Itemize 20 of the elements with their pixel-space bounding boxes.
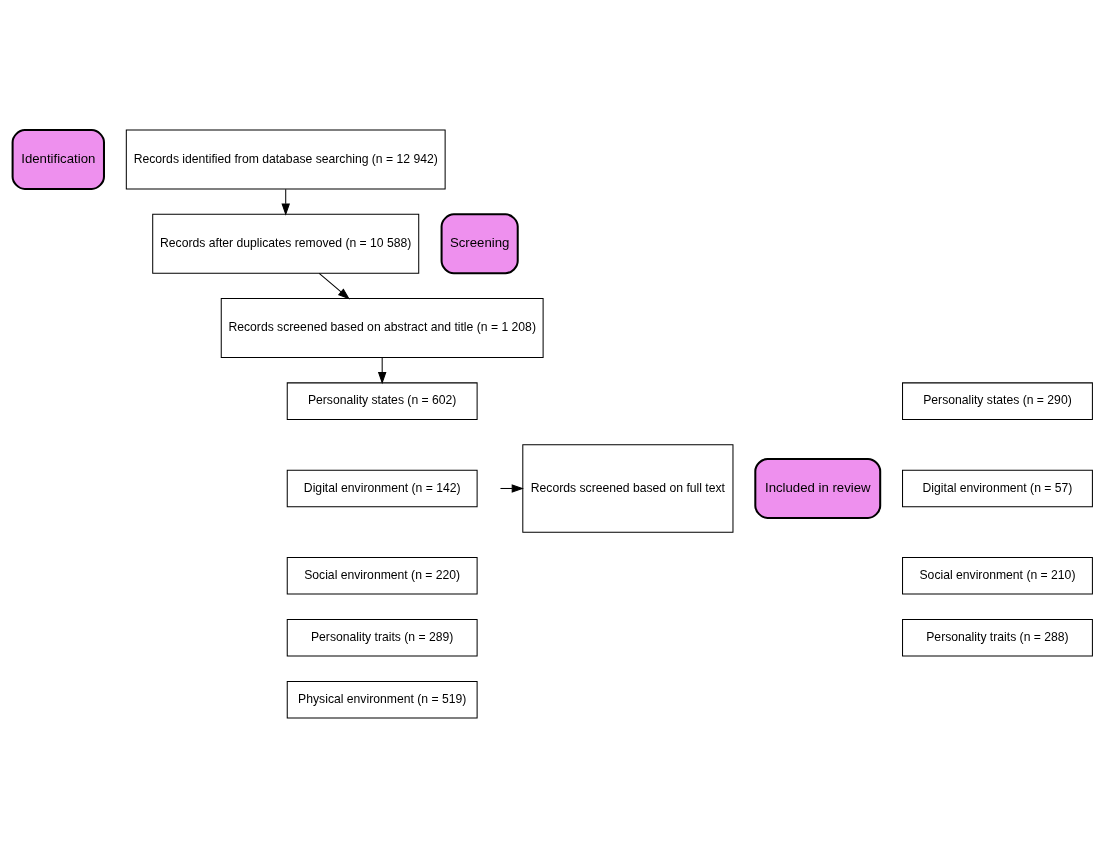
- node-box: Social environment (n = 210): [902, 557, 1093, 595]
- node-box: Records identified from database searching (n = 12 942): [125, 129, 446, 190]
- node-box: Physical environment (n = 519): [286, 680, 478, 719]
- arrow: [281, 188, 290, 216]
- node-box: Records screened based on abstract and title (n = 1 208): [220, 298, 544, 358]
- node-box: Personality traits (n = 288): [902, 618, 1093, 657]
- node-box: Digital environment (n = 142): [286, 469, 478, 508]
- node-box: Included in review: [754, 458, 882, 519]
- node-box: Personality states (n = 602): [286, 382, 478, 420]
- node-box: Personality states (n = 290): [902, 382, 1093, 420]
- node-box: Records after duplicates removed (n = 10 588): [152, 213, 420, 274]
- node-box: Personality traits (n = 289): [286, 618, 478, 657]
- node-box: Social environment (n = 220): [286, 557, 478, 595]
- node-box: Records screened based on full text: [522, 444, 734, 533]
- node-box: Digital environment (n = 57): [902, 469, 1093, 508]
- node-box: Screening: [440, 213, 519, 275]
- arrow: [499, 484, 524, 493]
- arrow: [318, 272, 350, 300]
- node-box: Identification: [11, 129, 105, 190]
- arrow: [377, 357, 387, 385]
